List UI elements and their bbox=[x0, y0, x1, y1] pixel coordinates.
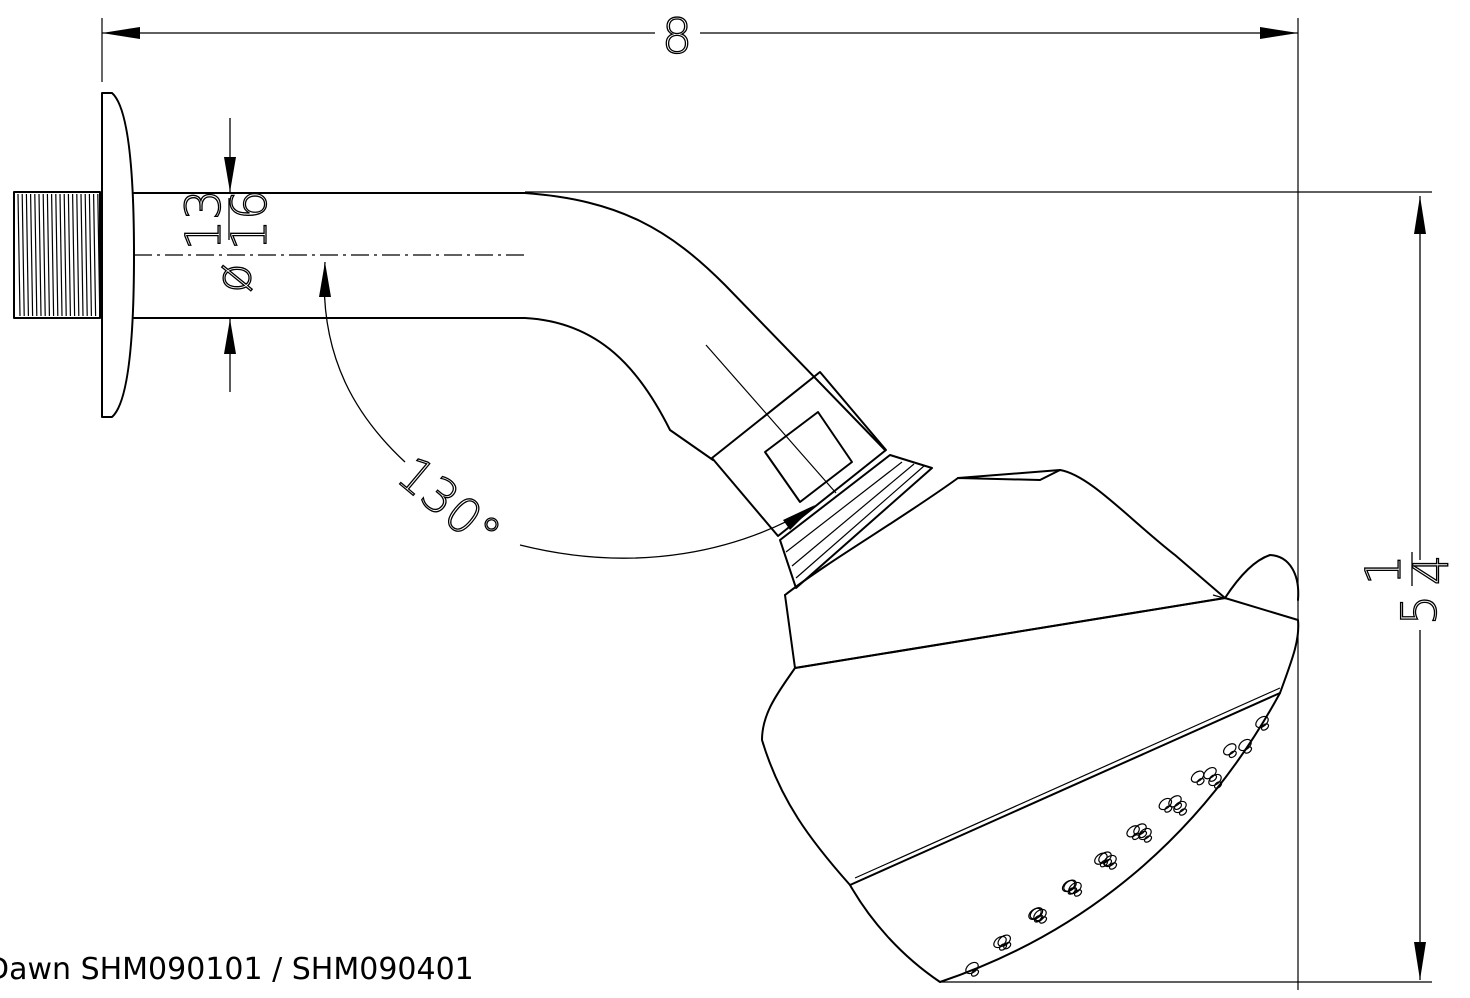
thread-line bbox=[67, 193, 71, 317]
pipe-diameter-dimension: ø 13 16 bbox=[175, 118, 279, 392]
spray-nozzle bbox=[1255, 715, 1270, 731]
spray-nozzle bbox=[1103, 854, 1118, 870]
spray-lever bbox=[1224, 554, 1300, 601]
threaded-inlet bbox=[13, 191, 101, 319]
thread-line bbox=[38, 193, 42, 317]
spray-nozzle bbox=[1033, 908, 1048, 924]
spray-nozzle bbox=[1190, 770, 1205, 786]
spray-nozzle bbox=[1068, 881, 1083, 897]
spray-nozzle bbox=[1208, 773, 1223, 789]
thread-line bbox=[30, 193, 34, 317]
thread-line bbox=[80, 193, 84, 317]
thread-line bbox=[55, 193, 59, 317]
model-caption: Dawn SHM090101 / SHM090401 bbox=[0, 952, 474, 987]
thread-line bbox=[76, 193, 80, 317]
swivel-nut bbox=[711, 371, 933, 589]
height-whole: 5 bbox=[1392, 595, 1448, 626]
thread-line bbox=[21, 193, 25, 317]
spray-nozzle bbox=[1238, 738, 1253, 754]
angle-label: 130° bbox=[386, 446, 511, 563]
diameter-numerator: 13 bbox=[176, 189, 232, 250]
height-numerator: 1 bbox=[1356, 555, 1412, 586]
wall-flange bbox=[101, 92, 135, 418]
thread-line bbox=[63, 193, 67, 317]
thread-line bbox=[88, 193, 92, 317]
thread-line bbox=[51, 193, 55, 317]
spray-nozzle bbox=[1133, 823, 1148, 839]
thread-line bbox=[46, 193, 50, 317]
spray-nozzle bbox=[1138, 827, 1153, 843]
overall-length-label: 8 bbox=[662, 9, 693, 65]
thread-line bbox=[34, 193, 38, 317]
shower-head-top-cap bbox=[784, 469, 1226, 669]
spray-nozzle bbox=[1173, 800, 1188, 816]
spray-nozzle bbox=[965, 961, 980, 977]
thread-line bbox=[84, 193, 88, 317]
thread-line bbox=[17, 193, 21, 317]
thread-line bbox=[25, 193, 29, 317]
spray-nozzle bbox=[1223, 743, 1237, 759]
shower-head-face bbox=[849, 692, 1281, 983]
overall-length-dimension: 8 bbox=[101, 8, 1299, 990]
height-dimension: 5 1 4 bbox=[525, 191, 1461, 983]
shower-head-body bbox=[761, 597, 1300, 886]
shower-arm bbox=[133, 192, 886, 494]
diameter-denominator: 16 bbox=[222, 189, 278, 250]
thread-line bbox=[59, 193, 63, 317]
spray-nozzle bbox=[993, 935, 1008, 951]
thread-line bbox=[97, 193, 101, 317]
thread-line bbox=[93, 193, 97, 317]
thread-line bbox=[42, 193, 46, 317]
diameter-symbol: ø bbox=[206, 263, 262, 292]
angle-dimension: 130° bbox=[319, 261, 815, 563]
spray-nozzles bbox=[965, 715, 1270, 977]
thread-line bbox=[72, 193, 76, 317]
height-denominator: 4 bbox=[1404, 555, 1460, 586]
shower-head bbox=[761, 469, 1300, 983]
